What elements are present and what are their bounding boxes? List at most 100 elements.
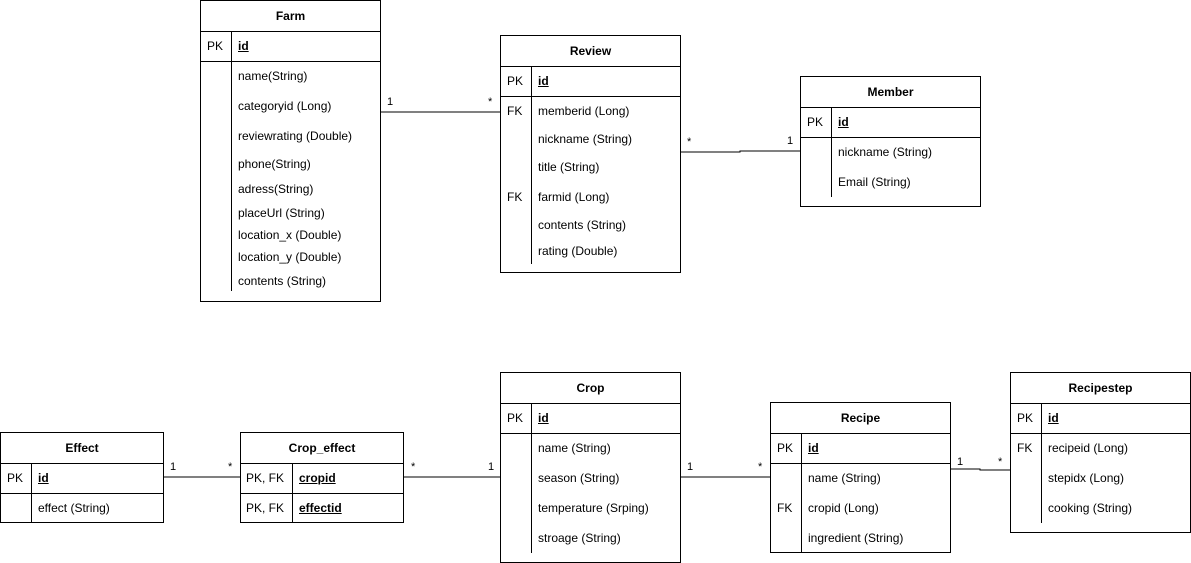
fk-label: FK [777,501,793,515]
key-divider [831,137,832,197]
entity-title: Review [501,36,680,67]
attribute: cropid (Long) [808,501,879,515]
pk-row [801,107,980,138]
pk-label: PK [207,39,224,53]
key-divider [1041,433,1042,523]
pk-row [501,66,680,97]
entity-title: Recipe [771,403,950,434]
attribute: recipeid (Long) [1048,441,1129,455]
attribute: placeUrl (String) [238,206,325,220]
pk-fk-label: PK, FK [246,501,285,515]
fk-label: FK [507,190,523,204]
cropeffect-crop-cardinality-to: 1 [488,461,495,473]
pk-label: PK [7,471,24,485]
pk-field: cropid [299,471,336,485]
key-divider [801,433,802,463]
key-divider [531,403,532,433]
key-divider [31,463,32,522]
key-divider [801,463,802,553]
review-member-cardinality-from: * [687,136,692,148]
recipe-recipestep-cardinality-from: 1 [957,456,964,468]
entity-title: Crop [501,373,680,404]
pk-label: PK [777,441,794,455]
entity-title: Crop_effect [241,433,403,464]
attribute: stroage (String) [538,531,621,545]
entity-recipe[interactable]: Recipe PK id name (String) FK cropid (Lo… [770,402,951,553]
attribute: name(String) [238,69,308,83]
review-member-cardinality-to: 1 [787,135,794,147]
attribute: name (String) [538,441,611,455]
attribute: ingredient (String) [808,531,904,545]
pk-row [1,463,163,494]
pk-field: id [1048,411,1059,425]
attribute: title (String) [538,160,600,174]
key-divider [292,463,293,522]
attribute: contents (String) [238,274,327,288]
attribute: effect (String) [38,501,110,515]
pk-label: PK [807,115,824,129]
pk-row [501,403,680,434]
attribute: categoryid (Long) [238,99,332,113]
pk-field: id [808,441,819,455]
pk-field: id [538,411,549,425]
farm-review-cardinality-from: 1 [387,96,394,108]
key-divider [531,96,532,264]
attribute: farmid (Long) [538,190,610,204]
entity-farm[interactable]: Farm PK id name(String) categoryid (Long… [200,0,381,302]
pk-row [771,433,950,464]
entity-review[interactable]: Review PK id FK memberid (Long) nickname… [500,35,681,273]
attribute: Email (String) [838,175,911,189]
effect-cropeffect-cardinality-from: 1 [170,461,177,473]
pk-fk-label: PK, FK [246,471,285,485]
attribute: cooking (String) [1048,501,1133,515]
farm-review-cardinality-to: * [488,96,493,108]
entity-member[interactable]: Member PK id nickname (String) Email (St… [800,76,981,207]
pk-label: PK [507,411,524,425]
attribute: stepidx (Long) [1048,471,1125,485]
attribute: adress(String) [238,182,314,196]
key-divider [1041,403,1042,433]
pk-row [1011,403,1190,434]
attribute: location_y (Double) [238,250,342,264]
pk-label: PK [1017,411,1034,425]
pk-row [201,31,380,62]
review-member-line [680,150,800,153]
entity-crop-effect[interactable]: Crop_effect PK, FK cropid PK, FK effecti… [240,432,404,523]
pk-field: id [538,74,549,88]
crop-recipe-cardinality-from: 1 [687,461,694,473]
attribute: nickname (String) [838,145,933,159]
entity-title: Member [801,77,980,108]
effect-cropeffect-cardinality-to: * [228,461,233,473]
key-divider [231,31,232,61]
attribute: season (String) [538,471,620,485]
key-divider [531,66,532,96]
fk-label: FK [507,104,523,118]
attribute: location_x (Double) [238,228,342,242]
recipe-recipestep-cardinality-to: * [998,456,1003,468]
recipe-recipestep-line [950,468,1010,471]
entity-crop[interactable]: Crop PK id name (String) season (String)… [500,372,681,563]
pk-row [241,463,403,494]
pk-field: effectid [299,501,342,515]
fk-label: FK [1017,441,1033,455]
attribute: rating (Double) [538,244,618,258]
pk-label: PK [507,74,524,88]
attribute: contents (String) [538,218,627,232]
pk-field: id [38,471,49,485]
attribute: memberid (Long) [538,104,630,118]
crop-recipe-cardinality-to: * [758,461,763,473]
entity-title: Recipestep [1011,373,1190,404]
key-divider [231,61,232,291]
attribute: nickname (String) [538,132,633,146]
pk-field: id [838,115,849,129]
pk-field: id [238,39,249,53]
key-divider [831,107,832,137]
key-divider [531,433,532,553]
attribute: phone(String) [238,157,311,171]
entity-effect[interactable]: Effect PK id effect (String) [0,432,164,523]
entity-title: Effect [1,433,163,464]
attribute: temperature (Srping) [538,501,649,515]
entity-recipestep[interactable]: Recipestep PK id FK recipeid (Long) step… [1010,372,1191,533]
attribute: reviewrating (Double) [238,129,353,143]
